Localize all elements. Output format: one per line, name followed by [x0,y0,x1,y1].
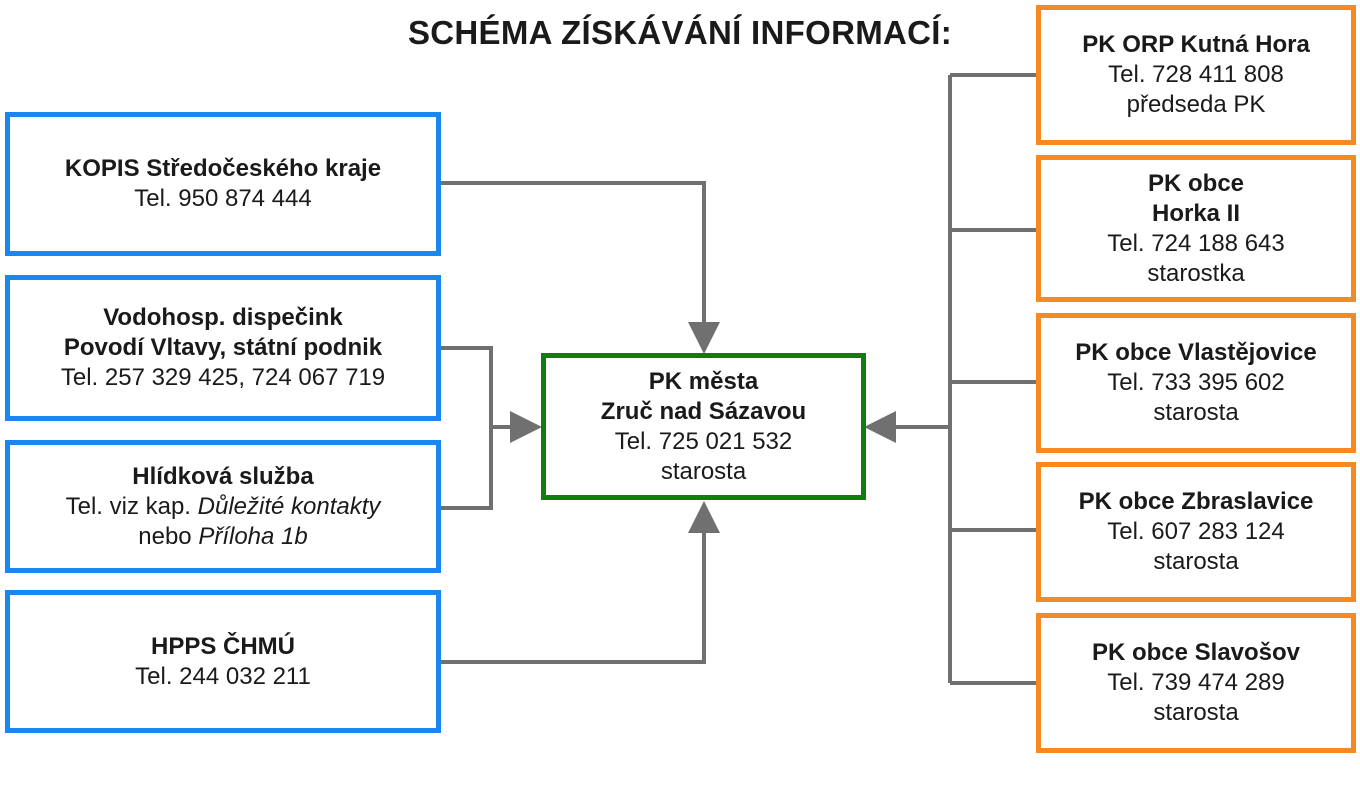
box-slavosov: PK obce Slavošov Tel. 739 474 289 staros… [1036,613,1356,753]
hlidkova-tel-prefix: Tel. viz kap. [65,492,198,520]
hlidkova-tel-line: Tel. viz kap. Důležité kontakty [66,492,381,522]
vlastejovice-role: starosta [1153,399,1239,426]
horka-role: starostka [1147,259,1245,287]
horka-tel: Tel. 724 188 643 [1107,229,1285,257]
box-kutna-hora: PK ORP Kutná Hora Tel. 728 411 808 předs… [1036,5,1356,145]
box-hpps-chmu: HPPS ČHMÚ Tel. 244 032 211 [5,590,441,733]
dispecink-name-2: Povodí Vltavy, státní podnik [63,334,383,361]
dispecink-name-1: Vodohosp. dispečink [103,304,343,331]
box-zbraslavice: PK obce Zbraslavice Tel. 607 283 124 sta… [1036,462,1356,602]
connector-kopis [440,181,720,354]
connector-dispecink [440,346,493,510]
center-tel: Tel. 725 021 532 [614,427,793,455]
zbraslavice-tel: Tel. 607 283 124 [1107,518,1285,545]
hlidkova-or-prefix: nebo [138,522,199,550]
hlidkova-or-line: nebo Příloha 1b [138,522,307,552]
zbraslavice-name: PK obce Zbraslavice [1078,488,1314,515]
kopis-name: KOPIS Středočeského kraje [64,155,382,182]
connector-hpps [440,501,720,664]
slavosov-tel: Tel. 739 474 289 [1107,669,1285,696]
center-name-1: PK města [648,367,759,395]
hlidkova-or-reference: Příloha 1b [198,522,308,550]
dispecink-tel: Tel. 257 329 425, 724 067 719 [60,364,386,391]
diagram-title: SCHÉMA ZÍSKÁVÁNÍ INFORMACÍ: [407,14,953,51]
slavosov-role: starosta [1153,699,1239,726]
center-name-2: Zruč nad Sázavou [600,397,807,425]
kopis-tel: Tel. 950 874 444 [134,185,312,212]
box-kopis: KOPIS Středočeského kraje Tel. 950 874 4… [5,112,441,256]
box-center-zruc: PK města Zruč nad Sázavou Tel. 725 021 5… [541,353,866,500]
horka-name-2: Horka II [1151,199,1241,227]
kutna-hora-tel: Tel. 728 411 808 [1108,61,1284,88]
center-role: starosta [660,457,747,485]
box-dispecink: Vodohosp. dispečink Povodí Vltavy, státn… [5,275,441,421]
box-vlastejovice: PK obce Vlastějovice Tel. 733 395 602 st… [1036,313,1356,453]
vlastejovice-name: PK obce Vlastějovice [1075,339,1317,366]
hpps-name: HPPS ČHMÚ [150,632,295,660]
slavosov-name: PK obce Slavošov [1091,639,1301,666]
hpps-tel: Tel. 244 032 211 [135,662,311,690]
kutna-hora-name: PK ORP Kutná Hora [1082,31,1310,58]
vlastejovice-tel: Tel. 733 395 602 [1107,369,1285,396]
hlidkova-name: Hlídková služba [132,462,314,490]
zbraslavice-role: starosta [1153,548,1239,575]
box-horka: PK obce Horka II Tel. 724 188 643 staros… [1036,155,1356,302]
kutna-hora-role: předseda PK [1126,91,1266,118]
box-hlidkova-sluzba: Hlídková služba Tel. viz kap. Důležité k… [5,440,441,573]
horka-name-1: PK obce [1147,169,1245,197]
hlidkova-tel-reference: Důležité kontakty [197,492,381,520]
